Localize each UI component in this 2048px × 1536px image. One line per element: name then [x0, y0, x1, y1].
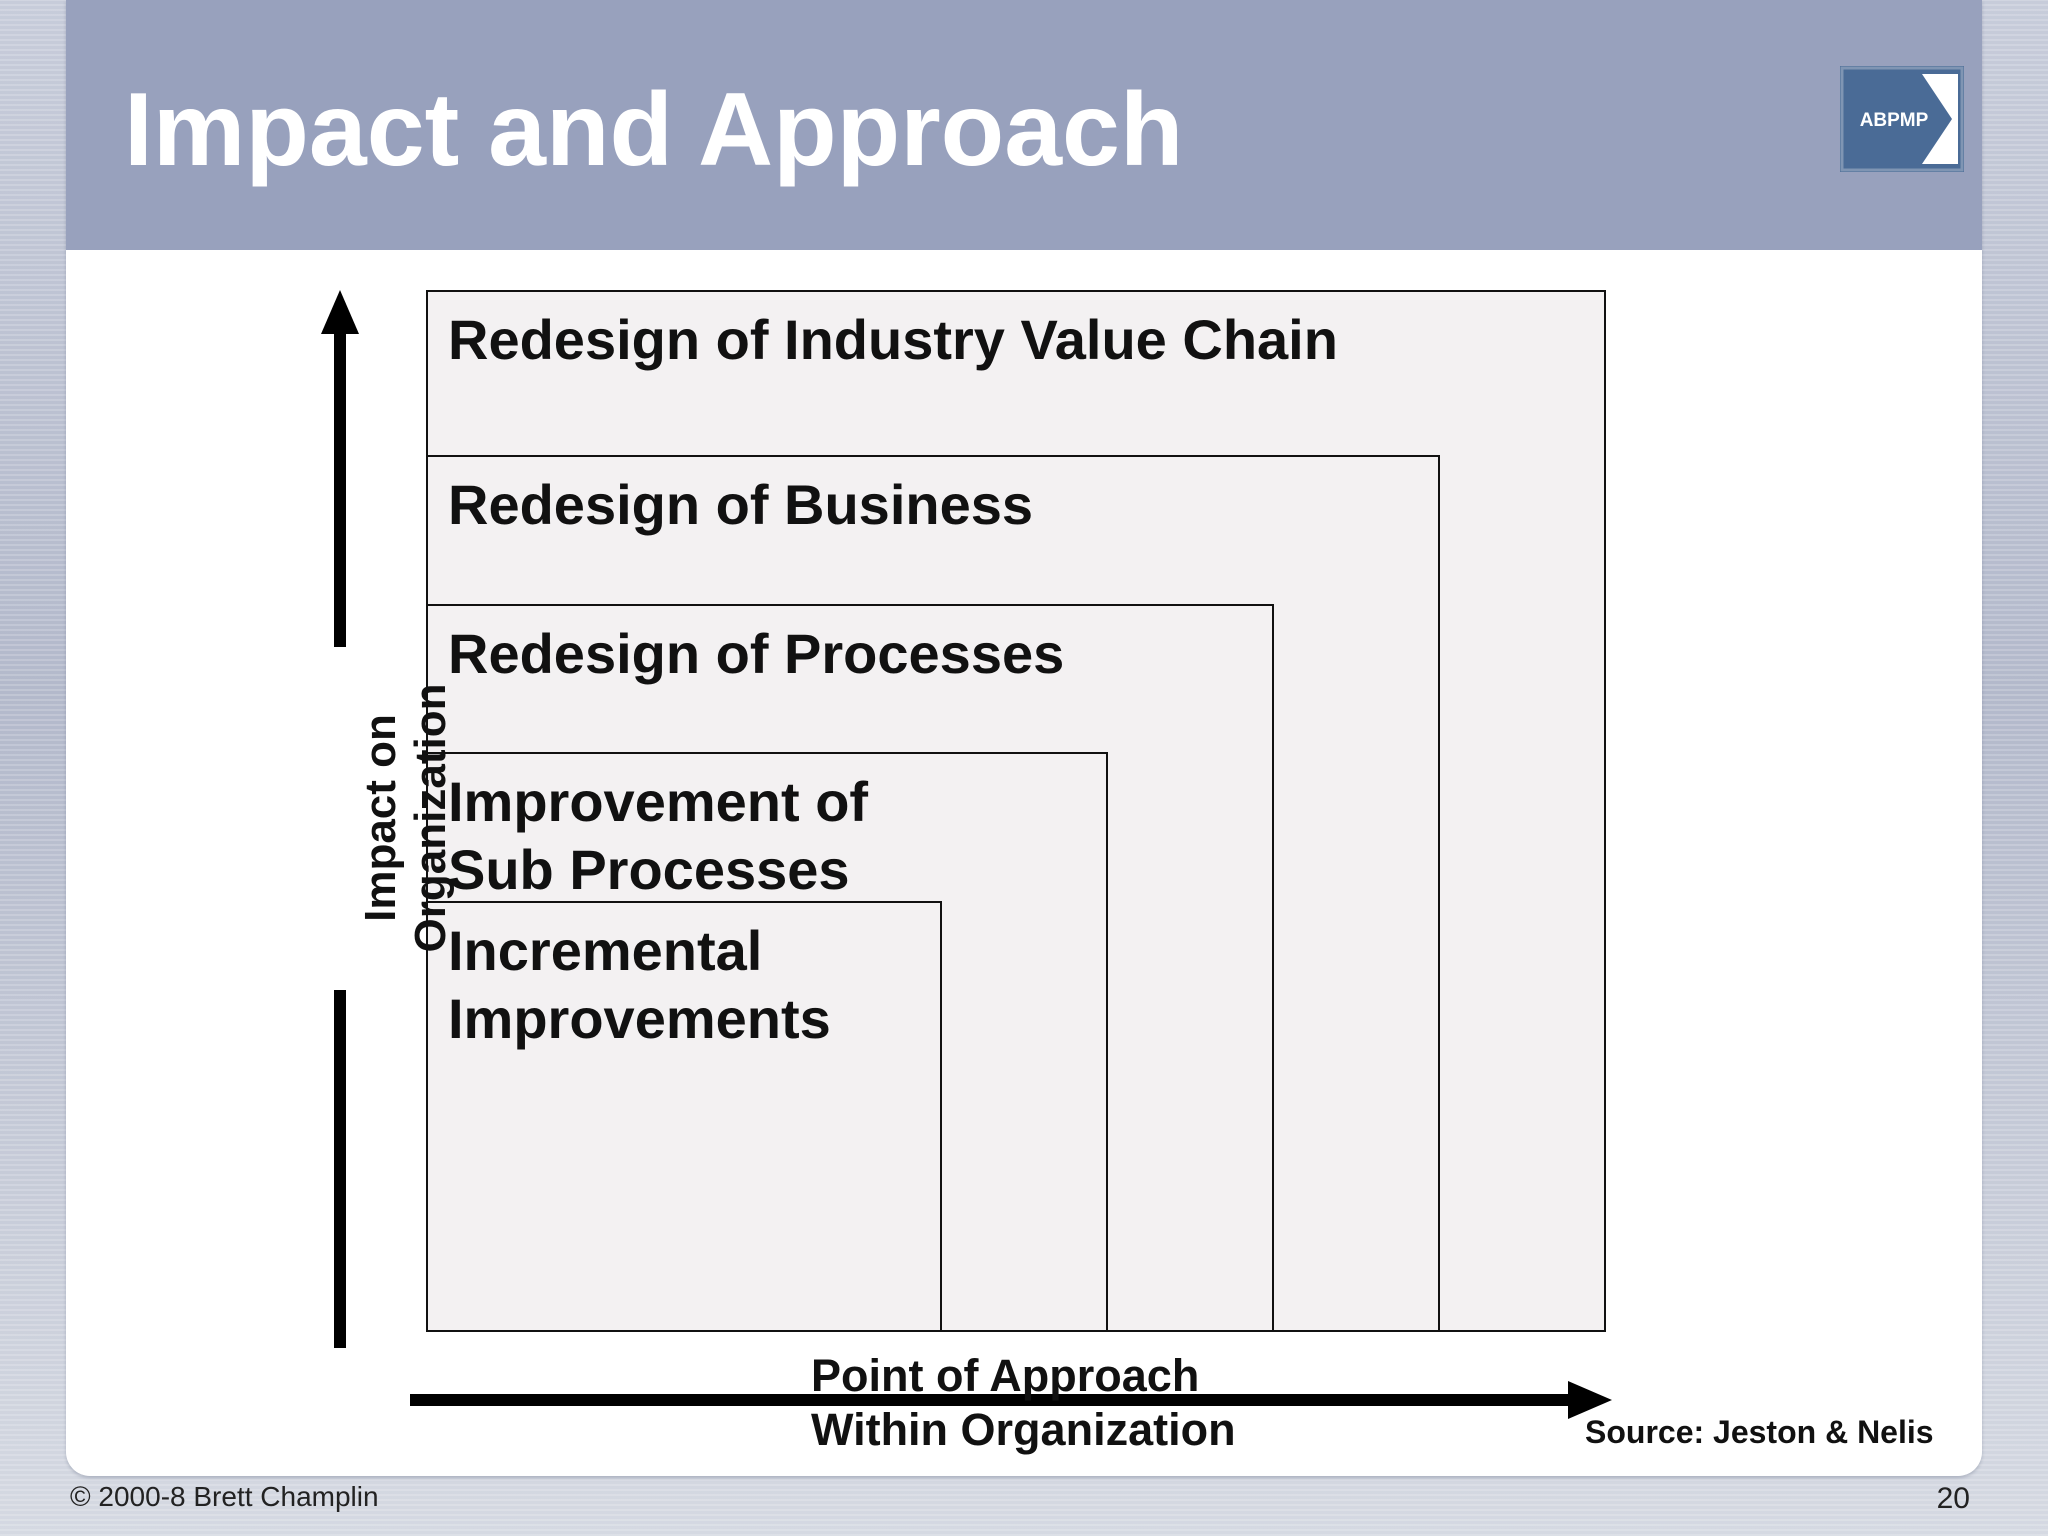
slide-panel: Impact and Approach ABPMP Redesign of In… — [66, 0, 1982, 1476]
slide-title: Impact and Approach — [124, 72, 1184, 188]
y-axis-lower-line — [334, 990, 346, 1348]
tier-label-processes: Redesign of Processes — [448, 622, 1065, 685]
x-axis-line — [410, 1394, 1590, 1406]
x-axis-label: Point of Approach Within Organization — [811, 1350, 1236, 1455]
page-number: 20 — [1936, 1482, 1970, 1515]
x-axis-arrowhead — [1568, 1381, 1612, 1419]
tier-incremental: Incremental Improvements — [426, 901, 942, 1332]
source-citation: Source: Jeston & Nelis — [1585, 1414, 1934, 1450]
tier-label-sub-processes: Improvement of Sub Processes — [448, 770, 869, 901]
y-axis-label: Impact on Organization — [356, 683, 455, 953]
abpmp-logo: ABPMP — [1840, 66, 1964, 172]
title-bar: Impact and Approach ABPMP — [66, 0, 1982, 250]
tier-label-industry-value-chain: Redesign of Industry Value Chain — [448, 308, 1338, 371]
tier-label-business: Redesign of Business — [448, 473, 1034, 536]
abpmp-logo-icon: ABPMP — [1840, 66, 1964, 172]
logo-text: ABPMP — [1860, 110, 1929, 131]
y-axis-upper-line — [334, 325, 346, 647]
y-axis-arrowhead — [321, 290, 359, 334]
copyright-footer: © 2000-8 Brett Champlin — [70, 1481, 379, 1512]
impact-approach-diagram: Redesign of Industry Value Chain Redesig… — [66, 0, 1982, 1476]
tier-label-incremental: Incremental Improvements — [448, 919, 831, 1050]
